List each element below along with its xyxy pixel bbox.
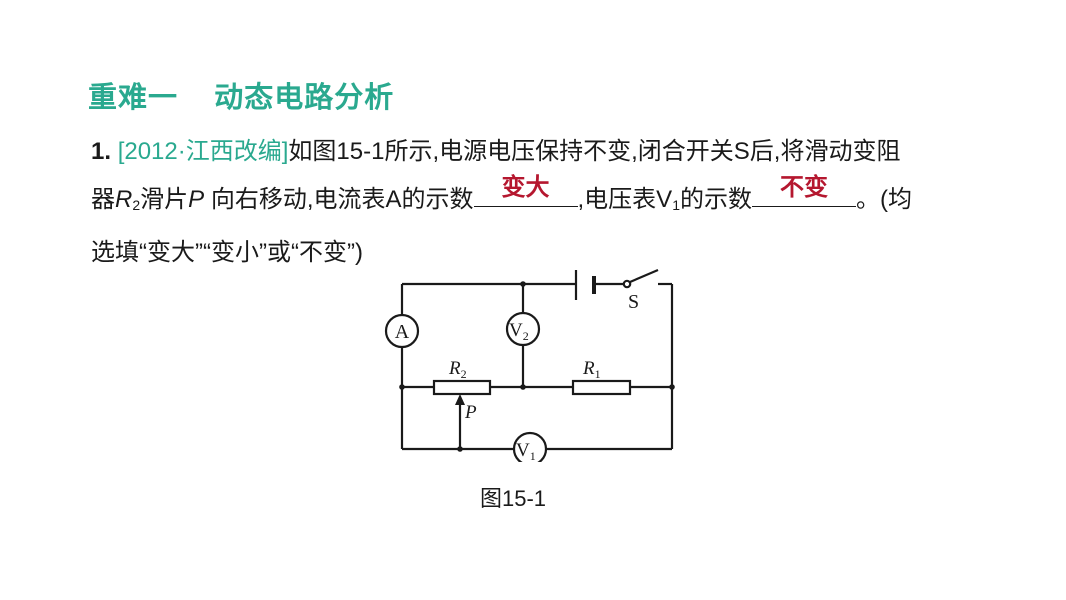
r2-label: R2 bbox=[448, 358, 467, 381]
junction-right bbox=[669, 384, 675, 390]
v2-label: V2 bbox=[509, 320, 529, 343]
question-line-3: 选填“变大”“变小”或“不变”) bbox=[91, 229, 1011, 277]
ammeter-label: A bbox=[395, 321, 410, 343]
answer-blank-2[interactable]: 不变 bbox=[751, 176, 856, 207]
r2-symbol: R bbox=[115, 186, 133, 213]
question-text-2a: 器 bbox=[91, 186, 115, 213]
switch-pivot bbox=[622, 279, 632, 289]
r2-resistor bbox=[432, 379, 492, 396]
question-text-2e: 的示数 bbox=[679, 186, 752, 213]
question-line-2: 器R2滑片P 向右移动,电流表A的示数变大 ,电压表V1的示数不变。(均 bbox=[91, 176, 1011, 229]
slider-arrowhead bbox=[455, 394, 465, 405]
question-text-3: 选填“变大”“变小”或“不变”) bbox=[91, 239, 363, 266]
junction-top bbox=[520, 281, 526, 287]
p-symbol: P bbox=[188, 186, 205, 213]
question-block: 1. [2012·江西改编]如图15-1所示,电源电压保持不变,闭合开关S后,将… bbox=[91, 128, 1011, 277]
question-text-2d: ,电压表V bbox=[577, 186, 673, 213]
question-source: [2012·江西改编] bbox=[117, 138, 289, 165]
question-number: 1. bbox=[91, 138, 112, 165]
question-text-1: 如图15-1所示,电源电压保持不变,闭合开关S后,将滑动变阻 bbox=[288, 138, 901, 165]
junction-mid bbox=[520, 384, 526, 390]
figure-caption: 图15-1 bbox=[480, 486, 547, 511]
junction-left bbox=[399, 384, 405, 390]
switch-blade bbox=[629, 268, 659, 284]
junction-bottom bbox=[457, 446, 463, 452]
v1-subscript: 1 bbox=[672, 197, 680, 213]
v1-label: V1 bbox=[516, 440, 536, 462]
switch-label: S bbox=[628, 291, 639, 313]
question-text-2b: 滑片 bbox=[140, 186, 189, 213]
answer-1: 变大 bbox=[501, 174, 550, 201]
circuit-diagram: A V2 V1 S R2 R1 P bbox=[384, 268, 675, 462]
question-text-2f: 。(均 bbox=[855, 186, 912, 213]
heading-title: 重难一 bbox=[88, 82, 179, 114]
answer-2: 不变 bbox=[779, 174, 828, 201]
slider-label: P bbox=[464, 402, 477, 423]
answer-blank-1[interactable]: 变大 bbox=[473, 176, 578, 207]
r2-subscript: 2 bbox=[132, 197, 141, 213]
section-heading: 重难一 动态电路分析 bbox=[88, 74, 394, 116]
question-text-2c: 向右移动,电流表A的示数 bbox=[204, 186, 474, 213]
r1-resistor bbox=[571, 379, 632, 396]
r1-label: R1 bbox=[582, 358, 601, 381]
heading-subtitle: 动态电路分析 bbox=[214, 82, 395, 114]
question-line-1: 1. [2012·江西改编]如图15-1所示,电源电压保持不变,闭合开关S后,将… bbox=[91, 128, 1011, 176]
